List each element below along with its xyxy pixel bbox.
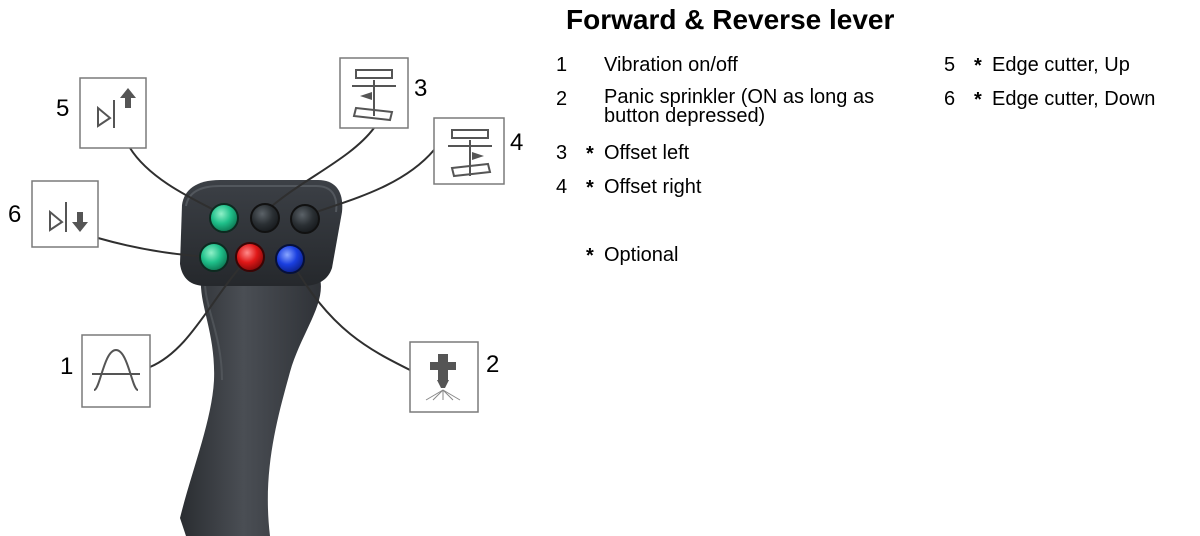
callout-6: 6 (8, 201, 21, 228)
legend-number: 5 (944, 54, 956, 76)
optional-marker: * (974, 55, 982, 77)
button-edge-cutter-down[interactable] (199, 242, 229, 272)
offset-right-icon (433, 117, 505, 185)
button-cluster (199, 203, 320, 274)
footnote-text: Optional (604, 244, 679, 266)
legend-text: Edge cutter, Up (992, 54, 1130, 76)
joystick-grip (180, 180, 343, 536)
page-title: Forward & Reverse lever (566, 4, 895, 35)
callout-3: 3 (414, 75, 427, 102)
callout-2: 2 (486, 351, 499, 378)
legend-item-edge-cutter-down: 6 * Edge cutter, Down (944, 88, 1194, 112)
button-offset-right[interactable] (290, 204, 320, 234)
legend-item-offset-right: 4 * Offset right (556, 176, 856, 200)
callout-5: 5 (56, 95, 69, 122)
legend-item-vibration: 1 Vibration on/off (556, 54, 916, 78)
legend-text: Panic sprinkler (ON as long as button de… (604, 86, 875, 127)
button-offset-left[interactable] (250, 203, 280, 233)
legend-text: Offset right (604, 176, 702, 198)
legend-item-edge-cutter-up: 5 * Edge cutter, Up (944, 54, 1194, 78)
button-edge-cutter-up[interactable] (209, 203, 239, 233)
legend-text: Offset left (604, 142, 690, 164)
callout-1: 1 (60, 353, 73, 380)
button-vibration[interactable] (235, 242, 265, 272)
legend-number: 4 (556, 176, 568, 198)
legend-text: Edge cutter, Down (992, 88, 1156, 110)
legend-number: 1 (556, 54, 568, 76)
legend-number: 3 (556, 142, 568, 164)
legend-number: 6 (944, 88, 956, 110)
vibration-icon (81, 334, 151, 408)
legend-number: 2 (556, 88, 568, 110)
button-panic-sprinkler[interactable] (275, 244, 305, 274)
optional-marker: * (586, 245, 594, 267)
edge-cutter-up-icon (79, 77, 147, 149)
callout-4: 4 (510, 129, 523, 156)
joystick-diagram: 5 6 3 4 1 2 (8, 57, 523, 536)
offset-left-icon (339, 57, 409, 129)
legend-item-panic-sprinkler: 2 Panic sprinkler (ON as long as button … (556, 87, 926, 132)
optional-marker: * (586, 177, 594, 199)
footnote-optional: * Optional (556, 244, 756, 268)
legend-text: Vibration on/off (604, 54, 738, 76)
optional-marker: * (586, 143, 594, 165)
legend-item-offset-left: 3 * Offset left (556, 142, 856, 166)
edge-cutter-down-icon (31, 180, 99, 248)
sprinkler-icon (409, 341, 479, 413)
optional-marker: * (974, 89, 982, 111)
